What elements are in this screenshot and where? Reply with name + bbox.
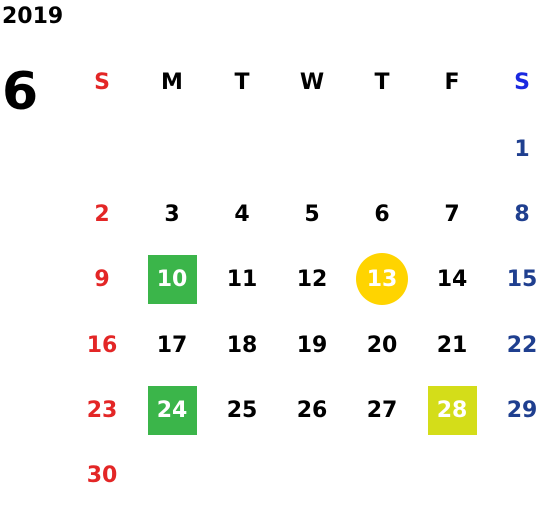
month-label: 6 <box>2 62 39 122</box>
highlighted-day-circle: 13 <box>356 253 408 305</box>
day-cell[interactable]: 7 <box>444 201 460 227</box>
day-cell[interactable]: 9 <box>94 266 110 292</box>
highlighted-day-badge: 28 <box>427 385 477 435</box>
day-cell[interactable]: 30 <box>86 462 118 488</box>
day-cell[interactable]: 6 <box>374 201 390 227</box>
day-cell[interactable]: 17 <box>156 332 188 358</box>
day-cell[interactable]: 27 <box>366 397 398 423</box>
day-cell[interactable]: 11 <box>226 266 258 292</box>
day-cell[interactable]: 25 <box>226 397 258 423</box>
day-cell[interactable]: 12 <box>296 266 328 292</box>
day-cell[interactable]: 18 <box>226 332 258 358</box>
day-cell-highlighted[interactable]: 13 <box>347 247 417 311</box>
day-cell[interactable]: 14 <box>436 266 468 292</box>
weekday-header-sat: S <box>514 69 530 95</box>
day-cell[interactable]: 26 <box>296 397 328 423</box>
weekday-header-thu: T <box>374 69 390 95</box>
day-cell[interactable]: 21 <box>436 332 468 358</box>
day-cell[interactable]: 5 <box>304 201 320 227</box>
weekday-header-fri: F <box>444 69 460 95</box>
day-cell[interactable]: 20 <box>366 332 398 358</box>
weekday-header-mon: M <box>161 69 183 95</box>
day-cell[interactable]: 22 <box>506 332 538 358</box>
day-cell[interactable]: 1 <box>514 136 530 162</box>
highlighted-day-badge: 10 <box>147 254 197 304</box>
weekday-header-tue: T <box>234 69 250 95</box>
day-cell[interactable]: 15 <box>506 266 538 292</box>
day-cell[interactable]: 23 <box>86 397 118 423</box>
day-cell-highlighted[interactable]: 24 <box>137 378 207 442</box>
day-cell-highlighted[interactable]: 28 <box>417 378 487 442</box>
weekday-header-sun: S <box>94 69 110 95</box>
day-cell[interactable]: 19 <box>296 332 328 358</box>
day-cell[interactable]: 8 <box>514 201 530 227</box>
year-label: 2019 <box>2 4 64 29</box>
day-cell[interactable]: 2 <box>94 201 110 227</box>
day-cell[interactable]: 16 <box>86 332 118 358</box>
day-cell[interactable]: 29 <box>506 397 538 423</box>
day-cell-highlighted[interactable]: 10 <box>137 247 207 311</box>
highlighted-day-badge: 24 <box>147 385 197 435</box>
weekday-header-wed: W <box>299 69 325 95</box>
day-cell[interactable]: 4 <box>234 201 250 227</box>
day-cell[interactable]: 3 <box>164 201 180 227</box>
